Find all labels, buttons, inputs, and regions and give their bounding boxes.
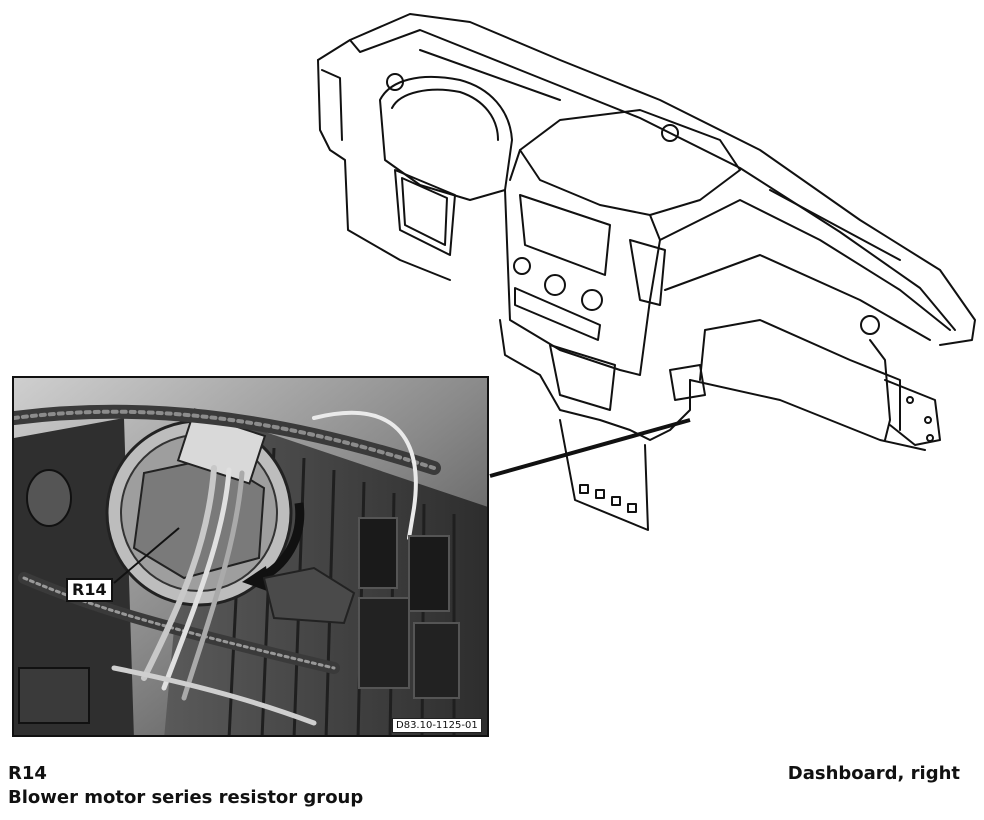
caption-location: Dashboard, right <box>787 763 960 784</box>
callout-r14: R14 <box>66 578 113 602</box>
figure-code: D83.10-1125-01 <box>392 718 482 733</box>
component-photo <box>12 376 489 737</box>
component-id: R14 <box>8 763 47 784</box>
component-name: Blower motor series resistor group <box>8 787 364 808</box>
dashboard-drawing <box>317 13 976 531</box>
figure-area: R14 D83.10-1125-01 <box>12 13 976 737</box>
caption-component: R14 Blower motor series resistor group <box>8 762 363 810</box>
